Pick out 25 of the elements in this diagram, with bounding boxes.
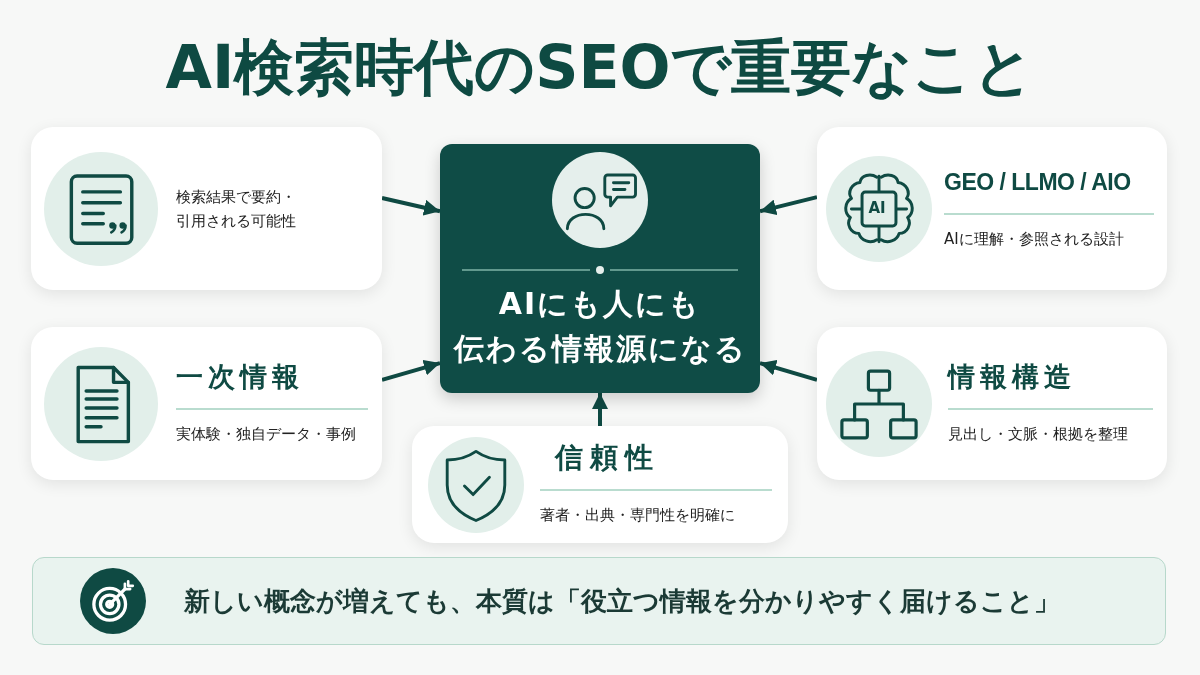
chip-label: AI [868,199,886,217]
arrow [381,359,441,382]
arrow [759,359,818,382]
card-description: AIに理解・参照される設計 [944,228,1125,250]
banner-text: 新しい概念が増えても、本質は「役立つ情報を分かりやすく届けること」 [184,585,1060,618]
info-card [31,127,382,290]
arrow [759,195,818,216]
title: AI検索時代のSEOで重要なこと [164,34,1036,100]
card-description: 著者・出典・専門性を明確に [540,504,736,526]
card-heading: GEO / LLMO / AIO [944,167,1132,197]
info-card [31,327,382,480]
info-card [817,327,1167,480]
card-heading: 信頼性 [553,442,661,473]
card-heading: 一次情報 [176,361,305,392]
arrow [381,196,441,216]
card-heading: 情報構造 [948,361,1077,392]
info-card [412,426,788,543]
summary-banner [32,557,1166,645]
hub-box [440,144,760,393]
card-description: 実体験・独自データ・事例 [176,423,357,445]
info-card [817,127,1167,290]
card-description: 見出し・文脈・根拠を整理 [948,423,1129,445]
hub-text: AIにも人にも伝わる情報源になる [452,285,748,368]
card-description: 検索結果で要約・引用される可能性 [176,186,297,232]
arrow [592,393,608,426]
